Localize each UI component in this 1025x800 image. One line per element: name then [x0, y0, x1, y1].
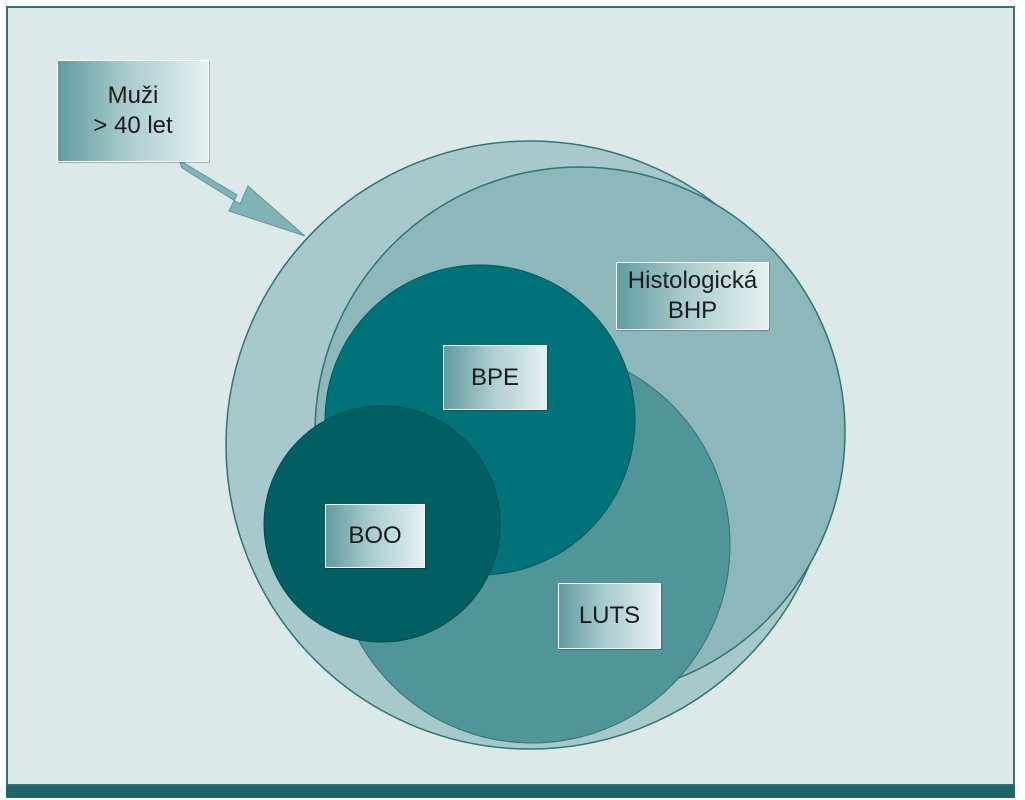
histologicka-bhp-label: Histologická BHP — [627, 267, 758, 324]
bpe-label-box: BPE — [443, 345, 547, 410]
boo-label: BOO — [348, 522, 402, 549]
population-label-box: Muži > 40 let — [57, 60, 209, 162]
population-label: Muži > 40 let — [93, 82, 173, 139]
boo-label-box: BOO — [325, 504, 425, 568]
luts-label: LUTS — [578, 602, 641, 629]
population-arrow — [178, 158, 306, 237]
luts-label-box: LUTS — [558, 583, 661, 649]
bottom-bar — [6, 786, 1015, 798]
bpe-label: BPE — [470, 363, 520, 391]
histologicka-bhp-label-box: Histologická BHP — [616, 262, 769, 330]
